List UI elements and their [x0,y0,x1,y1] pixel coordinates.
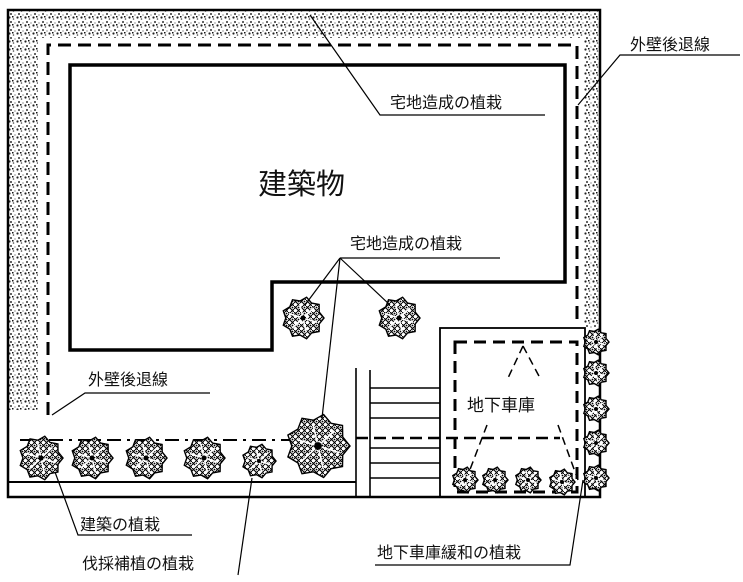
tree-replacement-1 [242,443,277,479]
label-site-planting-top: 宅地造成の植栽 [390,93,502,112]
site-boundary [6,8,602,499]
tree-garage-b2 [481,466,509,494]
tree-building-4 [183,436,226,480]
tree-garage-r3 [582,395,610,423]
tree-garage-b4 [548,468,576,496]
label-site-planting-mid: 宅地造成の植栽 [350,234,462,253]
tree-garage-b1 [451,466,479,494]
tree-building-2 [71,436,114,480]
perimeter-hedge [8,10,600,410]
tree-building-3 [125,436,168,480]
garage-dashed [453,340,579,494]
trees-group [19,296,610,496]
leader-lines [51,14,740,576]
label-replacement-planting: 伐採補植の植栽 [82,554,194,573]
tree-garage-r2 [582,359,610,387]
garage-ramp-lines [465,345,579,481]
tree-site-1 [282,296,325,340]
labels: 建築物 外壁後退線 宅地造成の植栽 宅地造成の植栽 地下車庫 外壁後退線 建築の… [80,35,710,573]
building-outline [68,63,567,352]
label-underground-garage: 地下車庫 [467,396,535,416]
label-setback-left: 外壁後退線 [88,370,168,389]
stairs [355,368,440,497]
label-garage-mitigation-planting: 地下車庫緩和の植栽 [377,543,521,562]
tree-garage-r4 [582,429,610,457]
tree-garage-b3 [514,466,542,494]
label-building: 建築物 [258,167,345,201]
tree-building-1 [19,435,64,481]
setback-line [46,43,579,415]
tree-garage-r1 [582,328,610,356]
tree-site-large [287,413,351,479]
hedge-top [8,10,600,38]
tree-garage-r5 [582,464,610,492]
tree-site-2 [378,296,421,340]
label-setback-top-right: 外壁後退線 [630,35,710,54]
hedge-right [584,10,600,328]
label-building-planting: 建築の植栽 [80,515,160,534]
hedge-left [8,10,38,410]
